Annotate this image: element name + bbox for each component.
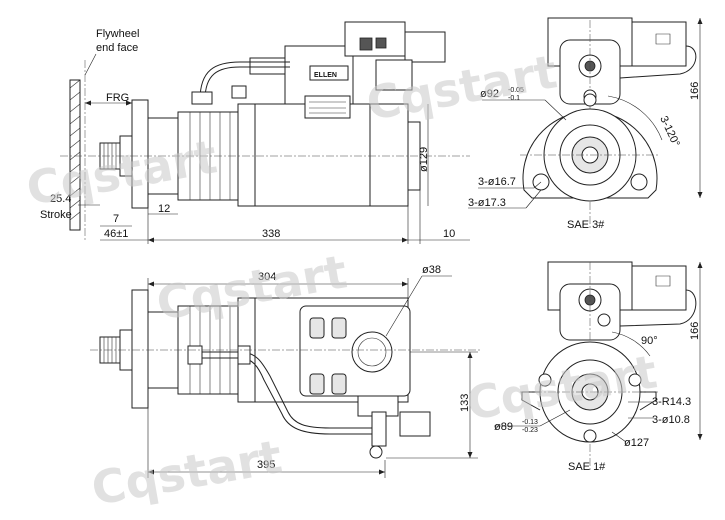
dim-89-tol-top: -0.13 [522,419,538,426]
valve-block [344,21,406,57]
flywheel-face [69,79,81,231]
dim-3-108: 3-ø10.8 [652,414,690,426]
top-view-bottom: 304 ø38 133 395 [90,264,480,478]
dim-12: 12 [158,203,170,215]
frg-label: FRG [106,92,129,104]
air-pipe [199,61,290,101]
label-plate [304,95,351,119]
dim-89-tol-bot: -0.23 [522,427,538,434]
dim-10: 10 [443,228,455,240]
dim-338: 338 [262,228,280,240]
connector-2 [399,411,431,437]
dim-3-r143: 3-R14.3 [652,396,691,408]
connector [404,31,446,63]
dim-3-120: 3-120° [657,114,682,149]
flywheel-label-2: end face [96,42,138,54]
dim-46: 46±1 [104,228,128,240]
end-view-sae3: ø92 -0.05 -0.1 3-120° 166 3-ø16.7 3-ø17.… [468,17,703,231]
dim-3-173: 3-ø17.3 [468,197,506,209]
flywheel-label-1: Flywheel [96,28,139,40]
end-view-sae1: 166 90° 3-R14.3 3-ø10.8 ø89 -0.13 -0.23 … [494,261,703,473]
dim-89: ø89 [494,421,513,433]
dim-38: ø38 [422,264,441,276]
dim-129: ø129 [418,147,430,172]
sae1-label: SAE 1# [568,461,606,473]
dim-7: 7 [113,213,119,225]
watermark-5: Cqstart [88,429,286,515]
dim-92-tol-top: -0.05 [508,87,524,94]
dim-3-167: 3-ø16.7 [478,176,516,188]
stroke-label: Stroke [40,209,72,221]
motor-body [237,103,409,207]
nameplate-top [309,65,349,81]
dim-166-top: 166 [689,82,701,100]
dim-92: ø92 [480,88,499,100]
valve-stem [371,411,387,447]
dim-166-bot: 166 [689,322,701,340]
side-view-top: ELLEN Flywheel end face FRG 25.4 Stroke … [40,21,470,244]
mounting-flange-2 [131,289,149,409]
dim-90: 90° [641,335,658,347]
connector-1 [631,265,687,311]
dim-92-tol-bot: -0.1 [508,95,520,102]
svg-text:ELLEN: ELLEN [314,72,337,79]
watermark-2: Cqstart [363,44,561,130]
dim-133: 133 [459,394,471,412]
dim-395: 395 [257,459,275,471]
dim-304: 304 [258,271,276,283]
stroke-value: 25.4 [50,193,71,205]
dim-127: ø127 [624,437,649,449]
sae3-label: SAE 3# [567,219,605,231]
